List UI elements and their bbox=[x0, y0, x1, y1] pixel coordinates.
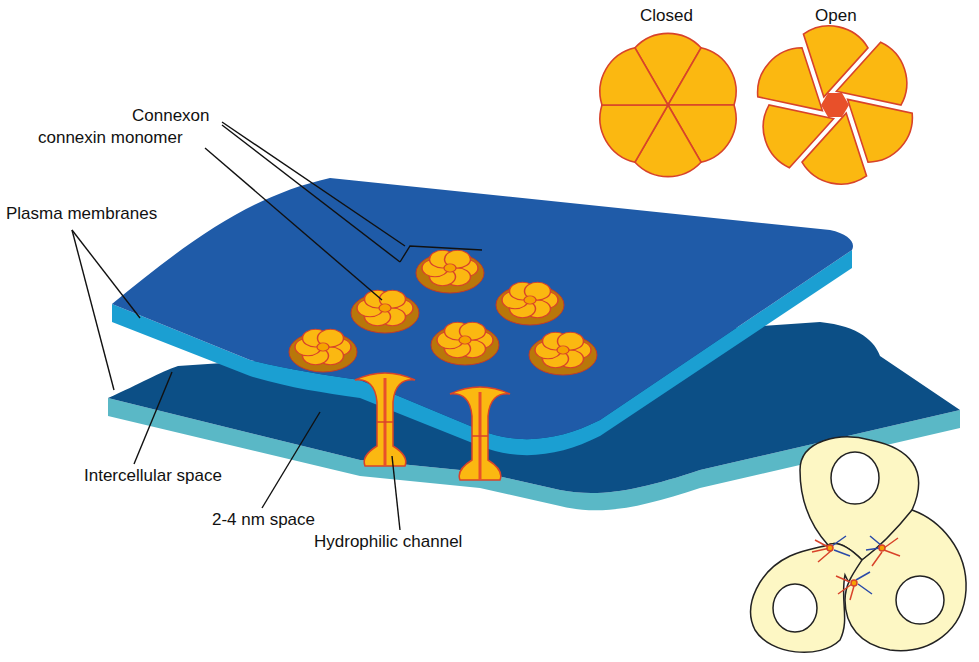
part-label: Intercellular space bbox=[84, 466, 222, 486]
leader-line bbox=[205, 148, 382, 300]
arrow bbox=[856, 572, 872, 594]
leader-line bbox=[134, 372, 172, 464]
part-label: connexin monomer bbox=[38, 128, 183, 148]
connexon bbox=[351, 290, 419, 333]
part-label: Open bbox=[815, 6, 857, 26]
leader-line bbox=[72, 230, 140, 318]
connexon bbox=[496, 282, 564, 325]
connexon bbox=[529, 332, 597, 375]
closed-connexon bbox=[589, 33, 746, 176]
junction bbox=[879, 545, 885, 551]
petal bbox=[589, 41, 684, 134]
part-label: Hydrophilic channel bbox=[314, 532, 462, 552]
cell-group bbox=[751, 437, 966, 652]
bracket bbox=[400, 246, 482, 262]
nucleus bbox=[831, 452, 879, 504]
part-label: Closed bbox=[640, 6, 693, 26]
petal bbox=[747, 38, 844, 135]
nucleus bbox=[773, 584, 817, 632]
connexon bbox=[289, 329, 357, 372]
arrow bbox=[832, 536, 850, 556]
part-label: Plasma membranes bbox=[6, 204, 157, 224]
open-connexon bbox=[747, 20, 923, 190]
leader-line bbox=[262, 412, 320, 508]
leader-line bbox=[72, 230, 114, 390]
connexon bbox=[431, 322, 499, 365]
arrow bbox=[812, 540, 832, 562]
open-pore bbox=[821, 93, 849, 117]
gap-junction-channel bbox=[450, 387, 510, 480]
arrow bbox=[836, 576, 854, 600]
cell bbox=[845, 510, 966, 651]
gap-junction-channel bbox=[355, 373, 415, 466]
junction bbox=[827, 545, 833, 551]
part-label: 2-4 nm space bbox=[212, 510, 315, 530]
junction bbox=[851, 580, 857, 586]
arrow bbox=[872, 538, 900, 566]
part-label: Connexon bbox=[132, 106, 210, 126]
leader-line bbox=[222, 125, 400, 262]
leader-line bbox=[392, 456, 400, 530]
connexon bbox=[416, 250, 484, 293]
nucleus bbox=[896, 576, 944, 624]
leader-line bbox=[222, 122, 405, 246]
junction-arrows bbox=[812, 536, 900, 600]
